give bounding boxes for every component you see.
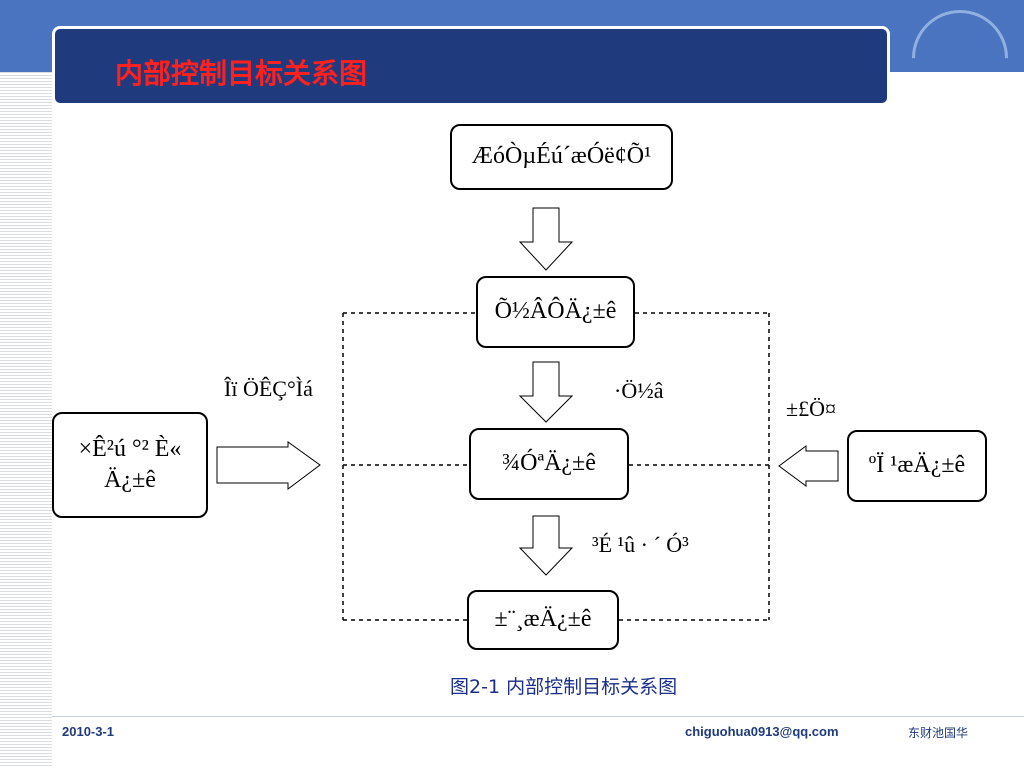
down-arrow-3 bbox=[518, 515, 574, 576]
title-panel bbox=[52, 26, 890, 106]
node-operating-label: ¾­ÓªÄ¿±ê bbox=[502, 450, 596, 477]
node-strategic: Õ½ÂÔÄ¿±ê bbox=[476, 276, 635, 348]
node-left: ×Ê²ú °² È« Ä¿±ê bbox=[52, 412, 208, 518]
node-strategic-label: Õ½ÂÔÄ¿±ê bbox=[494, 298, 617, 325]
label-left-arrow: Îï ÖÊÇ°Ìá bbox=[224, 376, 313, 401]
node-reporting-label: ±¨¸æÄ¿±ê bbox=[494, 606, 592, 633]
node-reporting: ±¨¸æÄ¿±ê bbox=[467, 590, 619, 650]
down-arrow-1 bbox=[518, 207, 574, 271]
slide-title: 内部控制目标关系图 bbox=[115, 57, 368, 90]
label-mid-upper: ·Ö½â bbox=[614, 378, 664, 403]
node-top-label: ÆóÒµÉú´æÓë¢Õ¹ bbox=[471, 143, 652, 170]
footer-email: chiguohua0913@qq.com bbox=[685, 724, 839, 739]
left-arrow-right bbox=[778, 445, 839, 487]
figure-caption: 图2-1 内部控制目标关系图 bbox=[450, 676, 678, 698]
node-top: ÆóÒµÉú´æÓë¢Õ¹ bbox=[450, 124, 673, 190]
footer-date: 2010-3-1 bbox=[62, 724, 115, 739]
node-operating: ¾­ÓªÄ¿±ê bbox=[469, 428, 629, 500]
footer-divider bbox=[52, 716, 1024, 717]
label-right-arrow: ±£Ö¤ bbox=[786, 396, 836, 421]
decorative-stripes bbox=[0, 0, 52, 768]
footer-org: 东财池国华 bbox=[908, 726, 969, 740]
node-left-label: ×Ê²ú °² È« Ä¿±ê bbox=[78, 435, 182, 493]
down-arrow-2 bbox=[518, 361, 574, 423]
node-right: ºÏ ¹æÄ¿±ê bbox=[847, 430, 987, 502]
right-arrow-left bbox=[216, 441, 321, 490]
label-mid-lower: ³É ¹û · ´ Ó³ bbox=[592, 532, 689, 557]
node-right-label: ºÏ ¹æÄ¿±ê bbox=[868, 452, 966, 479]
